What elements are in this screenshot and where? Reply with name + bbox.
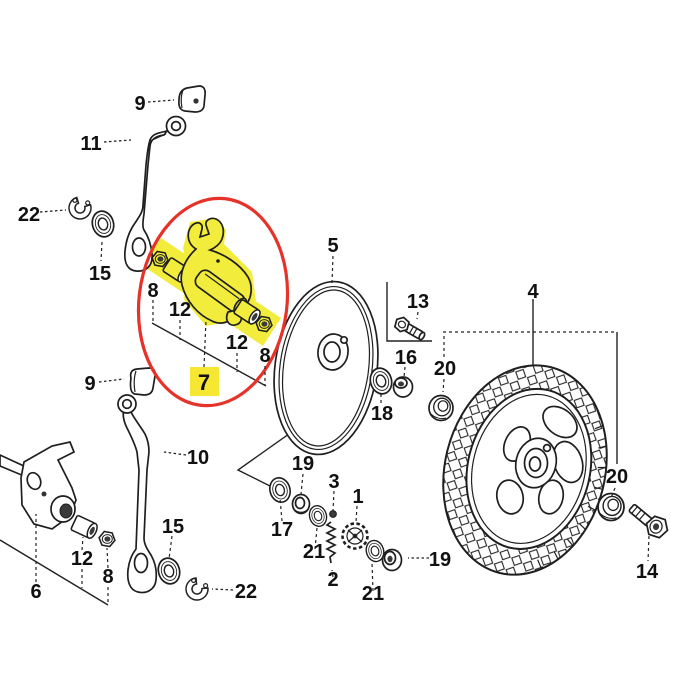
leader-lower-left-group xyxy=(0,539,109,606)
part-label-12-left: 12 xyxy=(169,299,191,321)
part-label-7: 7 xyxy=(198,370,210,395)
bracket-6 xyxy=(0,441,77,530)
part-label-19-right: 19 xyxy=(429,549,451,571)
part-label-22-lower: 22 xyxy=(235,581,257,603)
bolt-13 xyxy=(393,316,426,341)
leader-axle-left-group xyxy=(151,322,267,387)
clip-22-upper xyxy=(66,194,94,222)
part-label-12-right: 12 xyxy=(226,332,248,354)
tread-ticks xyxy=(537,425,607,570)
part-label-5: 5 xyxy=(327,235,338,257)
block-9-top xyxy=(178,85,206,113)
washer-21-left xyxy=(306,503,330,529)
collar-12-lower xyxy=(69,514,100,541)
part-label-15-lower: 15 xyxy=(162,516,184,538)
ratchet-1 xyxy=(341,522,369,550)
part-label-8-right: 8 xyxy=(259,345,270,367)
part-label-20-right: 20 xyxy=(606,466,628,488)
ball-3 xyxy=(329,510,337,518)
part-label-19-upper: 19 xyxy=(292,453,314,475)
spring-2 xyxy=(325,521,337,564)
part-label-22-upper: 22 xyxy=(18,204,40,226)
highlight-circle xyxy=(136,196,290,408)
part-label-9-top: 9 xyxy=(134,93,145,115)
lever-10 xyxy=(117,394,158,594)
part-label-21-right: 21 xyxy=(362,583,384,605)
ring-19-upper xyxy=(291,493,311,515)
part-label-8-lower: 8 xyxy=(102,566,113,588)
nut-16 xyxy=(392,376,414,398)
nut-8-axle-left xyxy=(151,250,169,268)
lever-11 xyxy=(123,115,187,272)
capnut-20-right xyxy=(597,492,625,522)
part-label-17: 17 xyxy=(271,519,293,541)
part-label-15-upper: 15 xyxy=(89,263,111,285)
leader-bolt-13 xyxy=(386,282,432,342)
wheel-cover-5 xyxy=(273,280,379,456)
spoke-hole xyxy=(495,479,525,515)
capnut-20-left xyxy=(428,394,454,422)
washer-15-lower xyxy=(154,554,184,588)
block-9-lower xyxy=(129,367,156,396)
part-label-4: 4 xyxy=(527,281,539,303)
part-label-18: 18 xyxy=(371,403,393,425)
leader-lines xyxy=(35,99,650,603)
nut-8-axle-right xyxy=(255,315,273,333)
spoke-hole xyxy=(537,479,565,515)
part-label-14: 14 xyxy=(636,561,659,583)
part-label-8-left: 8 xyxy=(147,280,158,302)
part-label-16: 16 xyxy=(395,347,417,369)
washer-15-upper xyxy=(88,207,118,241)
part-label-1: 1 xyxy=(352,486,363,508)
part7-assembly xyxy=(151,217,273,333)
spoke-hole xyxy=(542,405,578,439)
part-label-6: 6 xyxy=(30,581,41,603)
part-label-20-left: 20 xyxy=(434,358,456,380)
part-label-11: 11 xyxy=(80,133,101,155)
part-label-3: 3 xyxy=(328,471,339,493)
clip-22-lower xyxy=(185,577,209,601)
nut-8-lower xyxy=(98,530,116,548)
part-label-9-lower: 9 xyxy=(84,373,95,395)
part-label-13: 13 xyxy=(407,291,429,313)
wheel-4 xyxy=(442,364,608,576)
part-label-21-left: 21 xyxy=(303,541,325,563)
part-label-10: 10 xyxy=(187,447,209,469)
bolt-14 xyxy=(628,503,669,539)
part-label-12-lower: 12 xyxy=(71,548,93,570)
highlighted-label-box xyxy=(190,367,219,396)
ring-19-right xyxy=(381,548,403,572)
part-label-2: 2 xyxy=(327,569,338,591)
